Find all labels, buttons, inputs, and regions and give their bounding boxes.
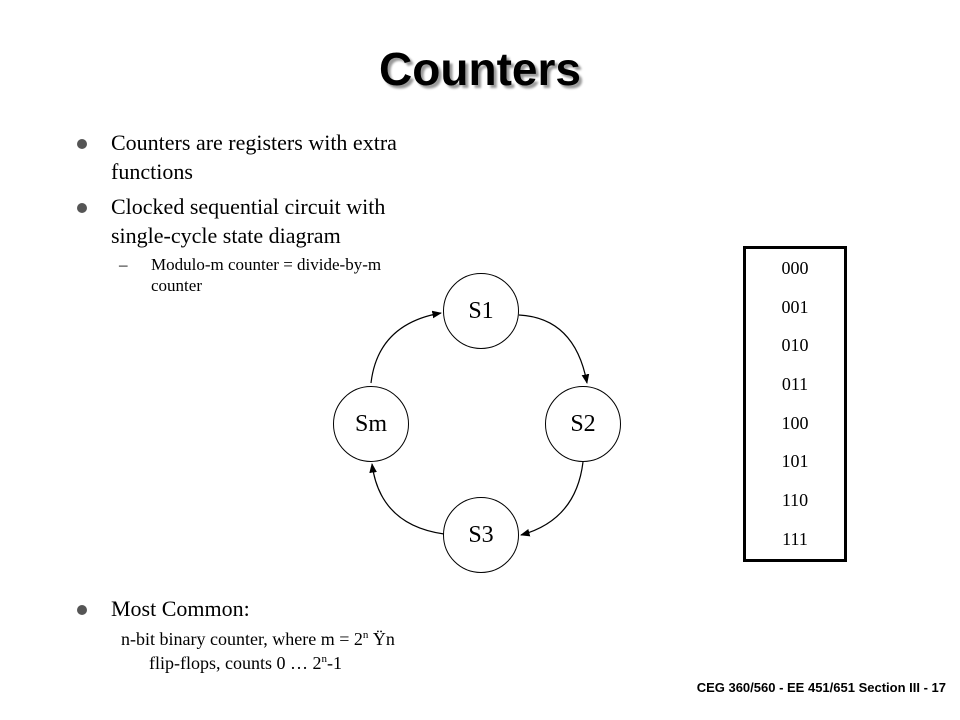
- table-cell: 110: [781, 489, 809, 510]
- transition-arrow-s3-sm: [369, 463, 445, 535]
- table-cell: 111: [782, 528, 808, 549]
- bullet-item: Clocked sequential circuit with single-c…: [77, 192, 386, 250]
- table-cell: 000: [781, 257, 809, 278]
- bullet-line: functions: [111, 159, 193, 184]
- state-label: S3: [468, 521, 494, 548]
- dash-icon: –: [119, 255, 128, 274]
- state-node-s1: S1: [443, 273, 519, 349]
- sub-bullet-line: counter: [151, 276, 202, 295]
- table-cell: 001: [781, 296, 809, 317]
- table-row: 000: [745, 248, 846, 288]
- superscript: n: [362, 629, 369, 641]
- state-label: Sm: [354, 410, 387, 437]
- bullet-item: Most Common:: [77, 594, 250, 623]
- slide-footer: CEG 360/560 - EE 451/651 Section III - 1…: [696, 680, 946, 695]
- table-row: 101: [745, 442, 846, 481]
- detail-part: -1: [327, 653, 342, 673]
- table-cell: 101: [781, 451, 809, 472]
- state-label: S2: [570, 410, 596, 437]
- table-row: 111: [745, 520, 846, 560]
- detail-part: flip-flops, counts 0 … 2: [149, 653, 322, 673]
- detail-line-2: flip-flops, counts 0 … 2n-1: [121, 651, 395, 675]
- superscript: n: [321, 653, 328, 665]
- bullet-item: Counters are registers with extra functi…: [77, 128, 397, 186]
- table-row: 001: [745, 288, 846, 327]
- bullet-dot-icon: [77, 605, 87, 615]
- bullet-dot-icon: [77, 139, 87, 149]
- table-row: 100: [745, 404, 846, 443]
- state-node-s3: S3: [443, 497, 519, 573]
- bullet-dot-icon: [77, 203, 87, 213]
- table-cell: 100: [781, 412, 809, 433]
- count-sequence-table: 000 001 010 011 100 101 110 111: [743, 246, 847, 562]
- state-node-s2: S2: [545, 386, 621, 462]
- implies-arrow-icon: Ÿ: [372, 629, 386, 649]
- detail-text: n-bit binary counter, where m = 2n Ÿn fl…: [121, 627, 395, 675]
- bullet-line: single-cycle state diagram: [111, 223, 341, 248]
- table-cell: 010: [781, 335, 809, 356]
- sub-bullet-line: Modulo-m counter = divide-by-m: [151, 255, 382, 274]
- sub-bullet-item: – Modulo-m counter = divide-by-m counter: [119, 254, 382, 296]
- bullet-line: Counters are registers with extra: [111, 130, 397, 155]
- detail-part: n: [385, 629, 395, 649]
- bullet-line: Most Common:: [111, 596, 250, 621]
- detail-part: n-bit binary counter, where m = 2: [121, 629, 363, 649]
- slide-title: Counters: [379, 43, 581, 95]
- transition-arrow-s1-s2: [518, 314, 590, 384]
- transition-arrow-s2-s3: [520, 461, 584, 537]
- table-row: 010: [745, 326, 846, 365]
- state-label: S1: [468, 297, 494, 324]
- state-node-sm: Sm: [333, 386, 409, 462]
- table-row: 011: [745, 365, 846, 404]
- bullet-line: Clocked sequential circuit with: [111, 194, 386, 219]
- table-row: 110: [745, 481, 846, 520]
- transition-arrow-sm-s1: [370, 310, 442, 384]
- table-cell: 011: [781, 373, 809, 394]
